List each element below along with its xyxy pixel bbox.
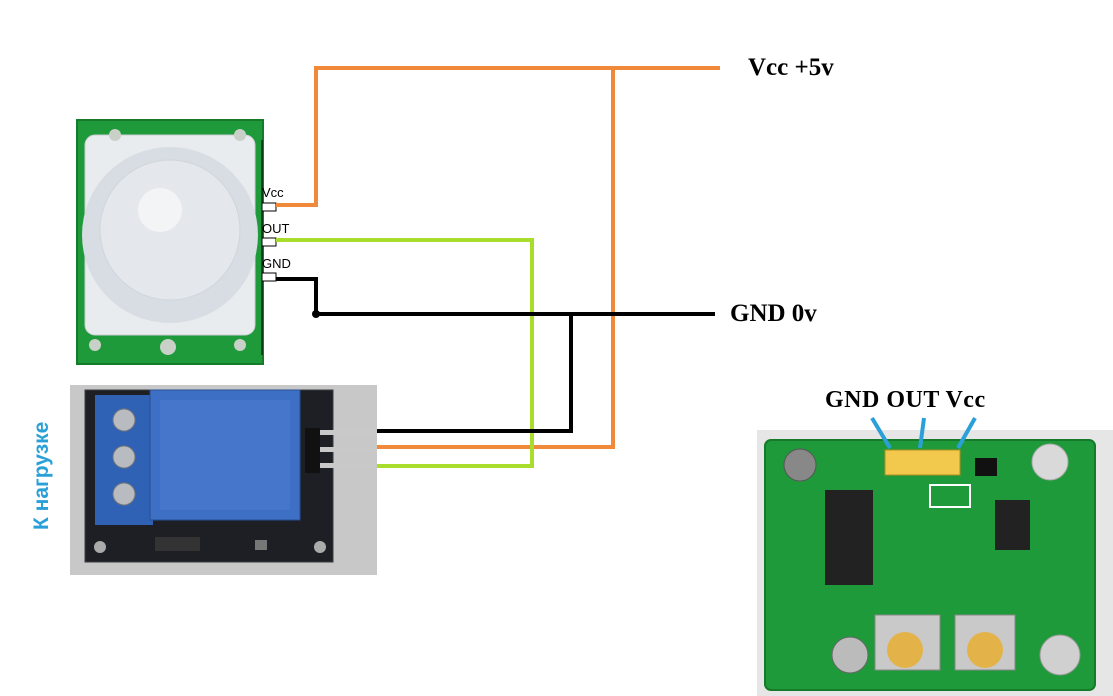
vcc-wire — [276, 66, 720, 207]
vcc-wire-drop — [377, 68, 615, 449]
out-wire — [276, 238, 534, 468]
gnd-wire-drop — [377, 314, 573, 433]
sensor-pin-out: OUT — [262, 221, 290, 236]
pir-sensor-module — [76, 119, 277, 365]
gnd-pin-leader — [870, 416, 892, 450]
pir-board-back — [757, 430, 1113, 696]
gnd-wire — [276, 277, 715, 316]
gnd-rail-label: GND 0v — [730, 300, 817, 327]
board-pins-label: GND OUT Vcc — [825, 387, 986, 413]
vcc-rail-label: Vcc +5v — [748, 54, 834, 81]
gnd-junction-dot — [312, 310, 320, 318]
out-pin-leader — [918, 417, 926, 449]
sensor-pin-vcc: Vcc — [262, 185, 284, 200]
relay-module — [70, 385, 377, 575]
vcc-pin-leader — [956, 417, 977, 449]
sensor-pin-gnd: GND — [262, 256, 291, 271]
load-label: К нагрузке — [30, 421, 53, 530]
